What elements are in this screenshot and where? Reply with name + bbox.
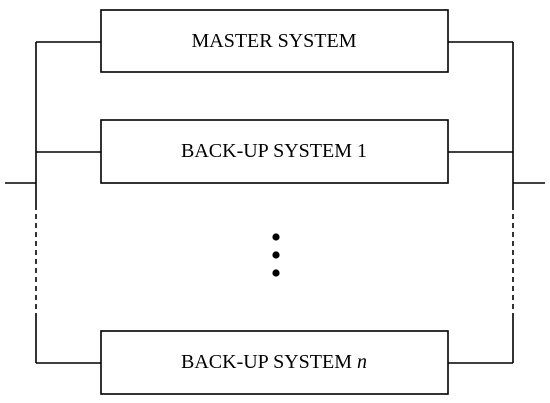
ellipsis-dot bbox=[272, 269, 280, 277]
vertical-ellipsis bbox=[272, 233, 280, 277]
master-system-block: MASTER SYSTEM bbox=[100, 9, 449, 73]
master-system-label: MASTER SYSTEM bbox=[191, 30, 356, 52]
backup-system-n-index: n bbox=[357, 351, 367, 373]
backup-system-n-block: BACK-UP SYSTEM n bbox=[100, 330, 449, 395]
backup-system-1-label: BACK-UP SYSTEM 1 bbox=[181, 140, 367, 162]
backup-system-n-label: BACK-UP SYSTEM n bbox=[181, 351, 367, 373]
backup-system-n-box bbox=[100, 330, 449, 395]
backup-system-1-block: BACK-UP SYSTEM 1 bbox=[100, 119, 449, 184]
ellipsis-dot bbox=[272, 251, 280, 259]
master-system-box bbox=[100, 9, 449, 73]
ellipsis-dot bbox=[272, 233, 280, 241]
backup-system-1-box bbox=[100, 119, 449, 184]
